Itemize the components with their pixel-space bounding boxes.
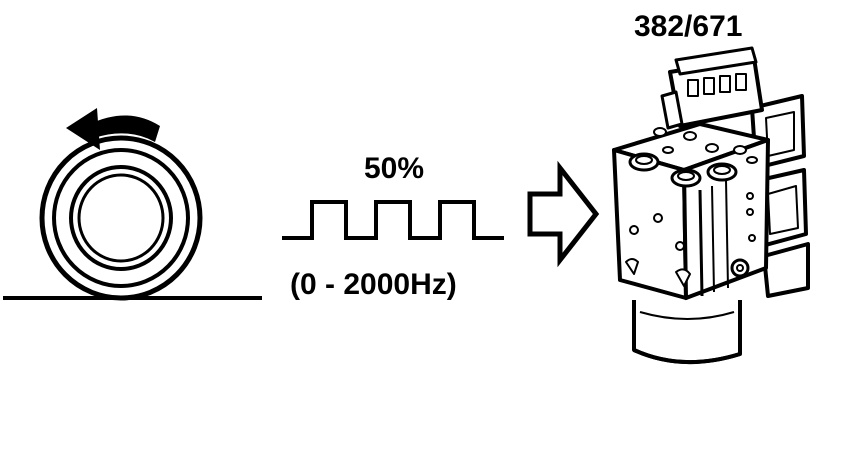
reference-number: 382/671 [634, 10, 743, 43]
wheel-icon [39, 135, 203, 301]
rotation-arrow-icon [66, 108, 160, 150]
abs-control-unit-icon [612, 46, 810, 365]
square-wave-icon [282, 200, 504, 240]
frequency-range-label: (0 - 2000Hz) [290, 268, 457, 301]
duty-cycle-label: 50% [364, 152, 425, 185]
arrow-right-icon [527, 160, 600, 268]
